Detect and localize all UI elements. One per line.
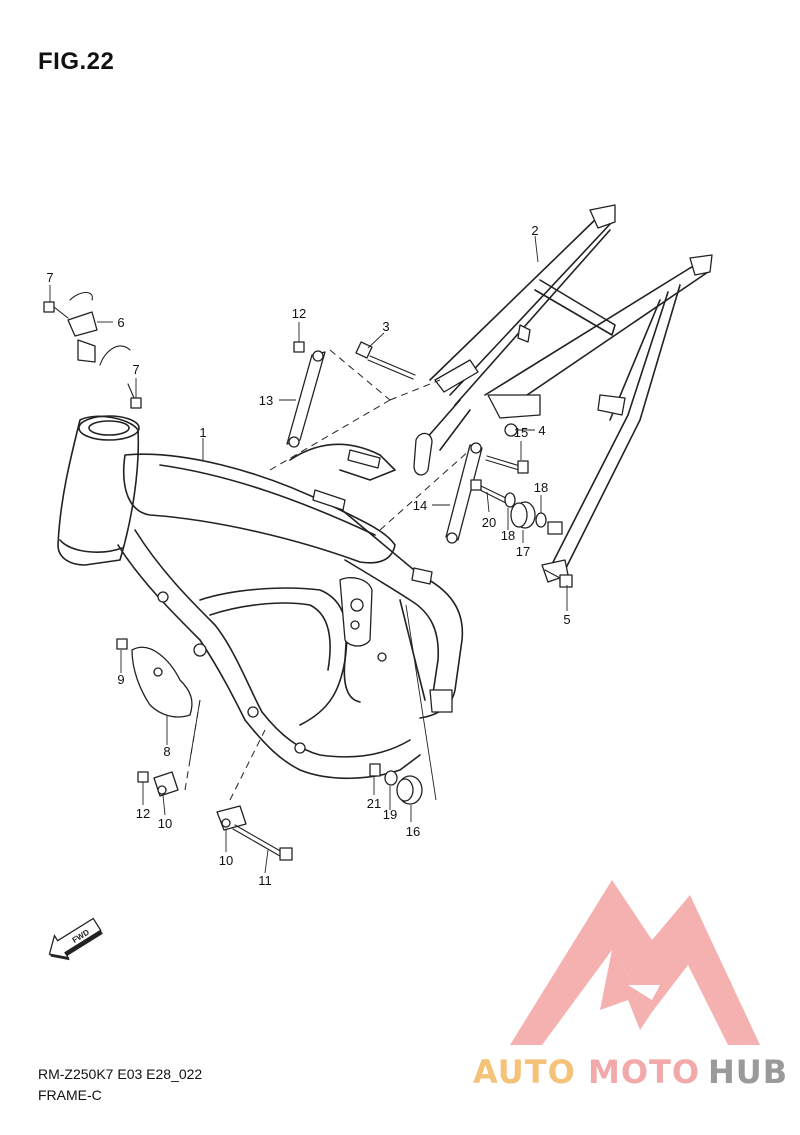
rear-subframe xyxy=(413,204,713,583)
callout-10a: 10 xyxy=(158,816,172,831)
bracket-14 xyxy=(445,442,483,544)
bolt-3 xyxy=(355,341,416,380)
section-name: FRAME-C xyxy=(38,1087,102,1103)
figure-title: FIG.22 xyxy=(38,48,115,75)
callout-11: 11 xyxy=(258,873,272,888)
callout-15: 15 xyxy=(514,425,528,440)
watermark-moto: MOTO xyxy=(588,1053,701,1091)
nut-4 xyxy=(504,423,518,437)
callout-21: 21 xyxy=(367,796,381,811)
nut-21 xyxy=(369,763,381,777)
callout-1: 1 xyxy=(199,425,206,440)
nut-12a xyxy=(137,771,149,783)
callout-7b: 7 xyxy=(132,362,139,377)
callout-3: 3 xyxy=(382,319,389,334)
callout-5: 5 xyxy=(563,612,570,627)
bolt-7b xyxy=(127,383,142,409)
callout-10b: 10 xyxy=(219,853,233,868)
callout-13: 13 xyxy=(259,393,273,408)
callout-20: 20 xyxy=(482,515,496,530)
callout-2: 2 xyxy=(531,223,538,238)
callout-19: 19 xyxy=(383,807,397,822)
bolt-9 xyxy=(116,638,128,650)
watermark-hub: HUB xyxy=(708,1053,789,1091)
washer-18a xyxy=(504,492,516,508)
callout-12b: 12 xyxy=(292,306,306,321)
callout-8: 8 xyxy=(163,744,170,759)
callout-9: 9 xyxy=(117,672,124,687)
washer-19 xyxy=(384,770,398,786)
callout-numbers: 1 2 3 4 5 6 7 7 8 9 10 10 11 12 12 13 14… xyxy=(46,223,570,888)
fwd-arrow-icon: FWD xyxy=(48,917,103,961)
bolt-11 xyxy=(232,824,293,861)
callout-16: 16 xyxy=(406,824,420,839)
automotohub-logo-icon xyxy=(510,880,760,1045)
diagram-code: RM-Z250K7 E03 E28_022 xyxy=(38,1066,203,1082)
bushing-16 xyxy=(396,775,423,805)
washer-18b xyxy=(535,512,547,528)
callout-17: 17 xyxy=(516,544,530,559)
nut-12b xyxy=(293,341,305,353)
callout-7a: 7 xyxy=(46,270,53,285)
clamp-6 xyxy=(67,291,131,366)
bracket-13 xyxy=(286,350,326,448)
callout-6: 6 xyxy=(117,315,124,330)
watermark-auto: AUTO xyxy=(473,1053,576,1091)
leader-lines xyxy=(49,235,568,874)
collar-10b xyxy=(216,805,247,831)
bolt-7a xyxy=(43,301,69,319)
callout-14: 14 xyxy=(413,498,427,513)
main-frame xyxy=(57,415,464,780)
bolt-15 xyxy=(485,455,529,474)
callout-4: 4 xyxy=(538,423,545,438)
callout-18a: 18 xyxy=(534,480,548,495)
collar-10a xyxy=(153,771,179,797)
guard-8 xyxy=(131,646,193,718)
bolt-20 xyxy=(470,479,511,505)
collar xyxy=(547,521,563,535)
callout-18b: 18 xyxy=(501,528,515,543)
bushing-17 xyxy=(510,501,536,529)
bolt-5 xyxy=(544,569,573,588)
callout-12a: 12 xyxy=(136,806,150,821)
